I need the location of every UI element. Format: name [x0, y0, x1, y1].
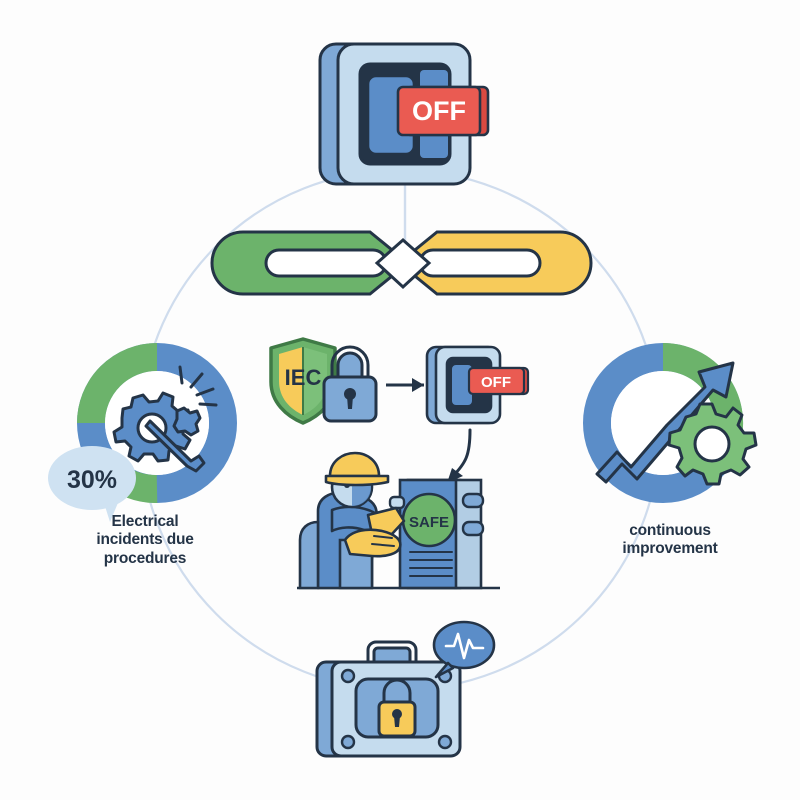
left-node-label-line2: incidents due [96, 531, 194, 549]
locked-toolbox-icon[interactable] [315, 640, 462, 758]
arrow-right-icon [386, 378, 424, 392]
right-node-label: continuous improvement [570, 522, 770, 559]
padlock-icon[interactable] [322, 345, 378, 423]
left-node-label: Electrical incidents due procedures [45, 513, 245, 568]
switch-off-small-icon[interactable]: OFF [425, 345, 530, 425]
gear-wrench-icon [112, 365, 218, 473]
left-node-label-line3: procedures [103, 549, 187, 567]
growth-arrow-gear-icon [595, 361, 758, 486]
pulse-wave-icon [444, 632, 485, 660]
small-off-badge-label: OFF [481, 374, 511, 391]
worker-with-hardhat-icon: SAFE [297, 451, 500, 590]
right-node-label-line1: continuous [629, 522, 711, 539]
chain-link-right[interactable] [396, 230, 593, 296]
disconnect-switch-off-icon[interactable]: OFF [318, 42, 490, 186]
pulse-bubble[interactable] [432, 620, 496, 679]
iec-shield-label: IEC [285, 365, 322, 390]
iec-shield-icon[interactable]: IEC [269, 337, 337, 425]
safe-badge-label: SAFE [409, 514, 449, 531]
stat-bubble-30-percent[interactable]: 30% [48, 446, 136, 522]
chain-link-left[interactable] [210, 230, 411, 296]
left-node-label-line1: Electrical [111, 513, 179, 530]
chain-link-joint [374, 237, 432, 290]
right-node-label-line2: improvement [622, 540, 718, 558]
stat-value-label: 30% [67, 466, 117, 494]
off-badge-label: OFF [412, 96, 466, 126]
